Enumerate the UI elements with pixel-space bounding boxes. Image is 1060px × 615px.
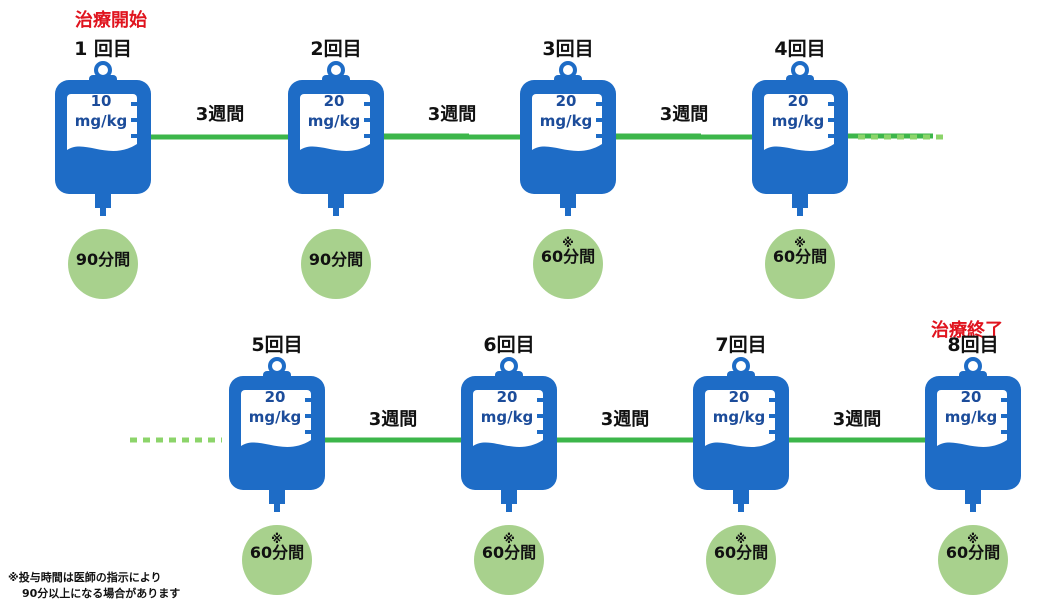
duration-circle — [533, 229, 603, 299]
dose-value: 20 — [960, 388, 982, 406]
duration-circle — [765, 229, 835, 299]
duration-text: 90分間 — [75, 250, 131, 269]
infusion-count-label: 5回目 — [251, 334, 303, 356]
dose-unit: mg/kg — [771, 112, 825, 130]
duration-circle — [242, 525, 312, 595]
dose-unit: mg/kg — [74, 112, 128, 130]
footnote-line-1: ※投与時間は医師の指示により — [8, 571, 162, 584]
dose-unit: mg/kg — [248, 408, 302, 426]
infusion-count-label: 2回目 — [310, 38, 362, 60]
dose-label: 20 mg/kg — [225, 387, 325, 427]
dose-unit: mg/kg — [539, 112, 593, 130]
dose-value: 20 — [323, 92, 345, 110]
interval-label: 3週間 — [600, 409, 650, 430]
footnote-mark: ※ — [967, 532, 979, 546]
treatment-start-label: 治療開始 — [75, 10, 147, 31]
duration-circle — [68, 229, 138, 299]
dose-label: 20 mg/kg — [457, 387, 557, 427]
interval-label: 3週間 — [427, 104, 477, 125]
dose-value: 20 — [264, 388, 286, 406]
dose-label: 20 mg/kg — [748, 91, 848, 131]
iv-bag-icon — [693, 357, 789, 512]
dose-value: 20 — [728, 388, 750, 406]
interval-label: 3週間 — [832, 409, 882, 430]
infusion-count-label: 3回目 — [542, 38, 594, 60]
footnote-mark: ※ — [503, 532, 515, 546]
dose-label: 20 mg/kg — [689, 387, 789, 427]
dose-unit: mg/kg — [307, 112, 361, 130]
dose-value: 20 — [787, 92, 809, 110]
iv-bag-icon — [461, 357, 557, 512]
iv-bag-icon — [925, 357, 1021, 512]
duration-text: 60分間 — [249, 543, 305, 562]
duration-text: 60分間 — [713, 543, 769, 562]
dose-value: 20 — [555, 92, 577, 110]
infusion-count-label: 6回目 — [483, 334, 535, 356]
dose-unit: mg/kg — [712, 408, 766, 426]
duration-label: ※60分間 — [696, 532, 786, 562]
iv-bag-icon — [229, 357, 325, 512]
duration-circle — [938, 525, 1008, 595]
duration-label: ※60分間 — [755, 236, 845, 266]
dose-label: 20 mg/kg — [516, 91, 616, 131]
duration-label: ※60分間 — [464, 532, 554, 562]
duration-circle — [706, 525, 776, 595]
duration-label: ※60分間 — [232, 532, 322, 562]
dose-unit: mg/kg — [944, 408, 998, 426]
footnote-mark: ※ — [794, 236, 806, 250]
footnote-mark: ※ — [735, 532, 747, 546]
iv-bag-icon — [752, 61, 848, 216]
interval-label: 3週間 — [659, 104, 709, 125]
interval-label: 3週間 — [368, 409, 418, 430]
dose-value: 10 — [90, 92, 112, 110]
iv-bag-icon — [520, 61, 616, 216]
infusion-count-label: 1 回目 — [74, 38, 132, 60]
duration-text: 60分間 — [945, 543, 1001, 562]
duration-circle — [301, 229, 371, 299]
footnote-mark: ※ — [562, 236, 574, 250]
duration-circle — [474, 525, 544, 595]
footnote-mark: ※ — [271, 532, 283, 546]
dose-value: 20 — [496, 388, 518, 406]
interval-label: 3週間 — [195, 104, 245, 125]
dose-label: 10 mg/kg — [51, 91, 151, 131]
duration-label: ※60分間 — [523, 236, 613, 266]
duration-text: 60分間 — [540, 247, 596, 266]
dose-label: 20 mg/kg — [921, 387, 1021, 427]
iv-bag-icon — [55, 61, 151, 216]
duration-text: 60分間 — [481, 543, 537, 562]
duration-label: ※60分間 — [928, 532, 1018, 562]
iv-bag-icon — [288, 61, 384, 216]
dose-unit: mg/kg — [480, 408, 534, 426]
infusion-count-label: 4回目 — [774, 38, 826, 60]
footnote-line-2: 90分以上になる場合があります — [22, 587, 181, 600]
infusion-count-label: 8回目 — [947, 334, 999, 356]
dose-label: 20 mg/kg — [284, 91, 384, 131]
treatment-end-label: 治療終了 — [931, 320, 1003, 341]
duration-text: 60分間 — [772, 247, 828, 266]
footnote: ※投与時間は医師の指示により 90分以上になる場合があります — [8, 570, 180, 602]
duration-text: 90分間 — [308, 250, 364, 269]
infusion-count-label: 7回目 — [715, 334, 767, 356]
duration-label: 90分間 — [58, 251, 148, 269]
duration-label: 90分間 — [291, 251, 381, 269]
